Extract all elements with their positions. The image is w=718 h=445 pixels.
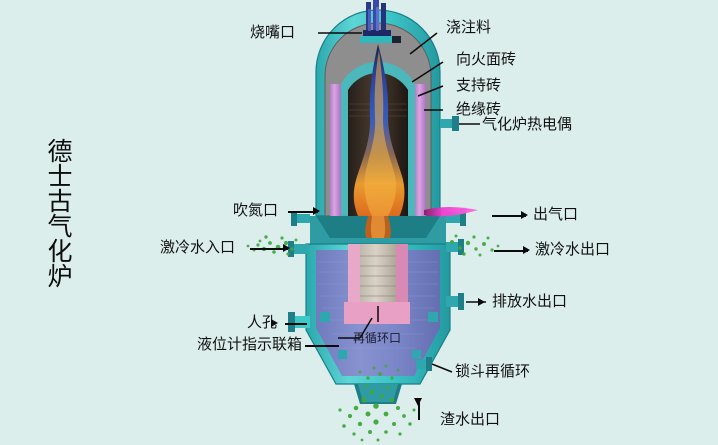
leader-gas-outlet xyxy=(492,215,526,217)
gas-outlet-nozzle xyxy=(446,209,466,226)
leader-lines xyxy=(318,32,486,373)
leader-quench-water-outlet xyxy=(494,250,528,252)
manhole-nozzle xyxy=(288,312,310,332)
label-slag-water-outlet: 渣水出口 xyxy=(440,410,501,428)
label-support-brick: 支持砖 xyxy=(456,76,502,94)
label-burner-port: 烧嘴口 xyxy=(250,23,296,41)
label-manhole: 人孔 xyxy=(247,313,278,331)
leader-manhole xyxy=(285,323,307,325)
label-drain-water-outlet: 排放水出口 xyxy=(492,292,568,310)
drain-water-outlet-nozzle xyxy=(446,293,464,310)
label-gasifier-thermocouple: 气化炉热电偶 xyxy=(482,115,573,133)
leader-nitrogen-purge xyxy=(288,211,318,213)
nitrogen-purge-nozzle xyxy=(291,211,310,226)
label-insulating-brick: 绝缘砖 xyxy=(456,100,502,118)
arrow-quench-water-inlet xyxy=(283,244,290,252)
thermocouple-nozzle xyxy=(440,116,459,131)
label-recirculation-port: 再循环口 xyxy=(353,331,402,345)
label-lock-hopper-recirculation: 锁斗再循环 xyxy=(455,362,531,380)
lock-hopper-recirculation-nozzle xyxy=(416,357,432,371)
label-quench-water-inlet: 激冷水入口 xyxy=(160,238,236,256)
arrow-drain-water-outlet xyxy=(478,298,485,306)
arrow-nitrogen-purge xyxy=(313,207,320,215)
diagram-title: 德士古气化炉 xyxy=(44,138,73,288)
leader-level-gauge-header xyxy=(305,345,339,347)
arrow-quench-water-outlet xyxy=(523,246,530,254)
label-quench-water-outlet: 激冷水出口 xyxy=(535,240,611,258)
arrow-manhole xyxy=(271,319,278,327)
label-nitrogen-purge-port: 吹氮口 xyxy=(233,201,279,219)
label-gas-outlet: 出气口 xyxy=(533,205,579,223)
label-hot-face-brick: 向火面砖 xyxy=(456,50,517,68)
label-level-gauge-header: 液位计指示联箱 xyxy=(197,335,303,353)
leader-slag-water-outlet xyxy=(418,398,420,420)
slag-discharge-particles xyxy=(338,384,416,442)
quench-water-outlet-spray xyxy=(450,234,500,257)
label-castable: 浇注料 xyxy=(446,18,492,36)
arrow-gas-outlet xyxy=(521,211,528,219)
burner-nozzle xyxy=(360,0,394,43)
leader-quench-water-inlet xyxy=(250,248,288,250)
